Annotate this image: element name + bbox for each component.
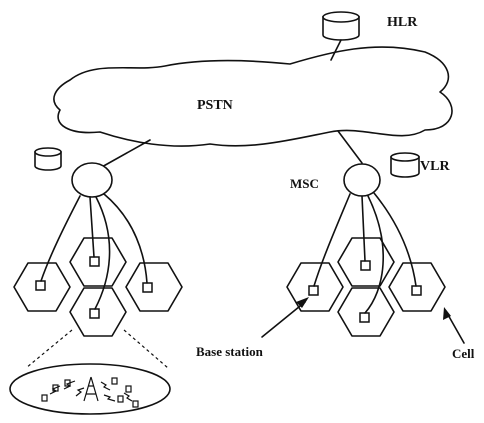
left-base-station-3 <box>142 282 153 293</box>
pstn-right-msc-link <box>337 130 363 164</box>
hlr-label: HLR <box>387 15 418 30</box>
base-station-label: Base station <box>196 344 264 359</box>
left-msc-links <box>40 193 148 310</box>
zoom-line-right <box>123 329 169 369</box>
right-msc-node <box>343 163 381 197</box>
base-station-arrow <box>261 301 306 338</box>
pstn-cloud <box>53 46 453 147</box>
left-vlr-database <box>34 147 62 171</box>
msc-label: MSC <box>290 176 319 191</box>
left-base-station-4 <box>89 308 100 319</box>
pstn-label: PSTN <box>197 98 233 113</box>
cell-label: Cell <box>452 346 475 361</box>
cell-arrowhead <box>443 307 451 320</box>
hlr-pstn-link <box>330 39 342 61</box>
base-station-arrowhead <box>296 297 309 308</box>
right-vlr-database <box>390 152 420 178</box>
tower-icon <box>83 376 99 402</box>
left-base-station-2 <box>89 256 100 267</box>
left-cell-cluster <box>13 237 183 337</box>
left-msc-node <box>71 162 113 198</box>
left-base-station-1 <box>35 280 46 291</box>
right-msc-links <box>313 192 417 314</box>
right-base-station-1 <box>308 285 319 296</box>
zoom-line-left <box>25 329 73 369</box>
vlr-label: VLR <box>420 159 450 174</box>
zoomed-cell-detail <box>9 363 171 415</box>
radio-signal-icons <box>49 380 133 402</box>
left-cell-3 <box>125 262 183 312</box>
right-base-station-2 <box>360 260 371 271</box>
hlr-database <box>322 11 360 41</box>
right-base-station-4 <box>359 312 370 323</box>
cell-arrow <box>446 312 465 344</box>
right-base-station-3 <box>411 285 422 296</box>
pstn-left-msc-link <box>99 139 151 169</box>
